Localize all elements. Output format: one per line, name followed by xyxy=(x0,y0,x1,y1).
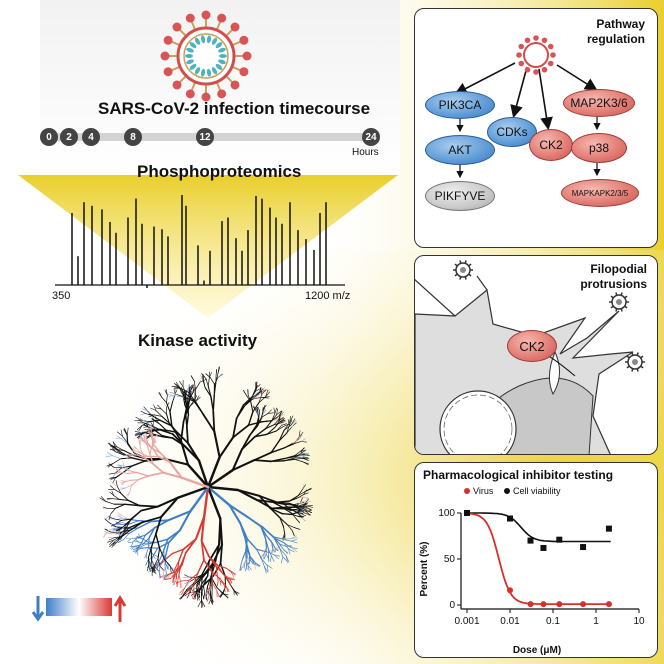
viability-fit-curve xyxy=(467,512,611,543)
mz-end-label: 1200 m/z xyxy=(305,290,351,302)
pathway-panel: Pathway regulation PIK3CA AKT PIKFYVE CD… xyxy=(414,8,658,248)
y-axis-label: Percent (%) xyxy=(419,541,430,596)
timeline: 0 2 4 8 12 24 xyxy=(40,128,380,146)
filopodia-title-1: Filopodial xyxy=(590,262,647,276)
viability-point xyxy=(580,544,587,551)
hours-label: Hours xyxy=(352,147,379,158)
x-tick-label: 0.01 xyxy=(500,616,520,627)
node-akt: AKT xyxy=(425,135,495,165)
timepoint-12: 12 xyxy=(196,128,214,146)
funnel-arrow-shape xyxy=(18,175,398,318)
virus-point xyxy=(580,601,587,608)
node-map2k: MAP2K3/6 xyxy=(563,89,635,117)
virus-icon xyxy=(160,10,252,102)
node-pikfyve: PIKFYVE xyxy=(425,181,495,211)
viability-point xyxy=(540,544,547,551)
viability-point xyxy=(556,536,563,543)
virus-point xyxy=(507,587,513,594)
virus-point xyxy=(556,601,563,608)
legend-viability-label: Cell viability xyxy=(513,486,561,496)
x-axis-label: Dose (μM) xyxy=(513,645,561,656)
phospho-title: Phosphoproteomics xyxy=(137,162,302,181)
virion-icon xyxy=(609,292,629,312)
node-pik3ca: PIK3CA xyxy=(425,91,495,119)
legend-virus-label: Virus xyxy=(473,486,494,496)
x-tick-label: 0.1 xyxy=(546,616,560,627)
viability-point xyxy=(605,525,612,532)
y-tick-label: 0 xyxy=(449,600,455,611)
x-tick-label: 0.001 xyxy=(454,616,479,627)
legend-viability-marker xyxy=(504,488,510,494)
x-tick-label: 10 xyxy=(633,616,645,627)
down-arrow-icon xyxy=(31,596,45,622)
timecourse-title: SARS-CoV-2 infection timecourse xyxy=(98,99,371,118)
pathway-arrows xyxy=(454,62,601,179)
legend: Virus Cell viability xyxy=(464,486,561,496)
up-arrow-icon xyxy=(113,595,127,622)
virus-point xyxy=(540,601,547,608)
virion-icon xyxy=(625,352,645,372)
y-tick-label: 100 xyxy=(438,508,455,519)
node-mapkapk: MAPKAPK2/3/5 xyxy=(561,179,639,207)
viability-point xyxy=(507,515,513,522)
kinome-tree xyxy=(99,366,314,609)
legend-virus-marker xyxy=(464,488,470,494)
timepoint-2: 2 xyxy=(60,128,78,146)
color-scale-legend xyxy=(31,595,127,622)
virus-point xyxy=(527,601,534,608)
x-tick-label: 1 xyxy=(593,616,599,627)
kinase-title: Kinase activity xyxy=(138,331,258,350)
virus-point xyxy=(605,601,612,608)
filopodia-panel: Filopodial protrusions CK2 xyxy=(414,255,658,455)
pathway-title-2: regulation xyxy=(586,32,645,46)
viability-point xyxy=(464,510,470,516)
timepoint-4: 4 xyxy=(82,128,100,146)
dose-response-chart: Virus Cell viability Percent (%) Dose (μ… xyxy=(419,486,645,656)
mz-start-label: 350 xyxy=(52,290,71,302)
node-cdks: CDKs xyxy=(487,117,537,147)
virus-fit-curve xyxy=(466,512,611,605)
node-p38: p38 xyxy=(571,133,627,163)
viability-point xyxy=(527,537,534,544)
timepoint-8: 8 xyxy=(124,128,142,146)
timepoint-24: 24 xyxy=(362,128,380,146)
timepoint-0: 0 xyxy=(40,128,58,146)
pathway-virus-icon xyxy=(516,35,556,75)
node-ck2: CK2 xyxy=(529,129,573,161)
virion-icon xyxy=(453,260,473,280)
cell-drawing xyxy=(415,260,645,454)
filopodia-title-2: protrusions xyxy=(580,277,647,291)
filopodia-ck2-node: CK2 xyxy=(507,330,557,362)
pharma-panel: Pharmacological inhibitor testing Virus … xyxy=(414,462,658,658)
pharma-title: Pharmacological inhibitor testing xyxy=(423,468,614,482)
pathway-title-1: Pathway xyxy=(596,17,645,31)
mass-spectrum xyxy=(55,195,345,288)
y-tick-label: 50 xyxy=(444,554,456,565)
